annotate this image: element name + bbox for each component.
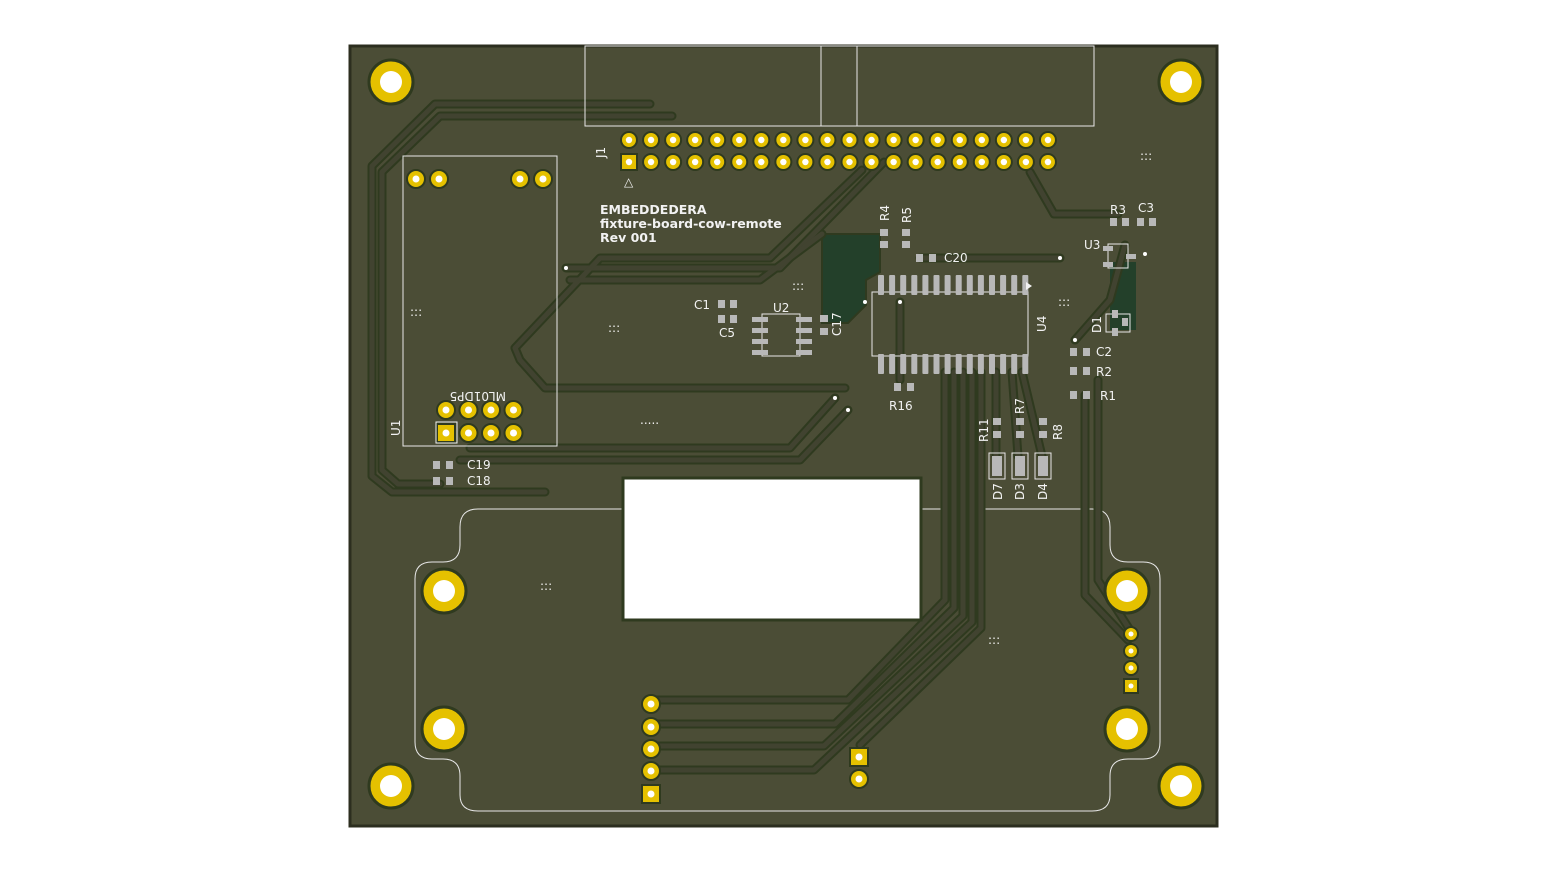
u4-pin (944, 275, 951, 295)
u4-pin (966, 354, 973, 374)
u4-pin (933, 354, 940, 374)
refdes-d3: D3 (1013, 483, 1027, 500)
u4-pin (922, 354, 929, 374)
u4-pin (944, 354, 951, 374)
u4-pin (966, 275, 973, 295)
refdes-c18: C18 (467, 474, 491, 488)
refdes-c2: C2 (1096, 345, 1112, 359)
logo-line-2: fixture-board-cow-remote (600, 216, 782, 231)
refdes-r7: R7 (1013, 398, 1027, 414)
u4-pin (878, 275, 884, 295)
u1-antenna-pads (406, 169, 553, 189)
u4-pin (889, 354, 896, 374)
led-outlines (988, 452, 1052, 480)
bottom-pin-header (641, 694, 661, 804)
refdes-c20: C20 (944, 251, 968, 265)
refdes-d1: D1 (1090, 316, 1104, 333)
u4-label: U4 (1035, 316, 1049, 332)
u4-pin (1000, 275, 1007, 295)
refdes-c17: C17 (830, 312, 844, 336)
refdes-r2: R2 (1096, 365, 1112, 379)
u4-pin (900, 275, 907, 295)
via-cluster: ::: (540, 579, 552, 593)
u4-pin (989, 354, 995, 374)
power-header (849, 747, 869, 789)
via-cluster-long: ..... (640, 413, 659, 427)
enclosure-outline (414, 508, 1161, 812)
refdes-c5: C5 (719, 326, 735, 340)
refdes-u3: U3 (1084, 238, 1100, 252)
j1-connector-outline (584, 45, 1095, 127)
refdes-r3: R3 (1110, 203, 1126, 217)
u4-pin (1022, 354, 1029, 374)
via-cluster: ::: (410, 305, 422, 319)
traces-inner (369, 101, 1133, 773)
u4-pin (911, 354, 918, 374)
refdes-r4: R4 (878, 205, 892, 221)
u4-pin (1000, 354, 1007, 374)
u4-pin (933, 275, 940, 295)
u4-pin (878, 354, 884, 374)
pin1-marker: △ (624, 175, 634, 189)
via-cluster: ::: (792, 279, 804, 293)
u4-pin (955, 275, 962, 295)
refdes-c1: C1 (694, 298, 710, 312)
u1-label: U1 (389, 420, 403, 436)
u4-pin (977, 354, 984, 374)
via-cluster: ::: (1140, 149, 1152, 163)
u4-pin (889, 275, 896, 295)
logo-line-3: Rev 001 (600, 230, 657, 245)
u4-pin (922, 275, 929, 295)
logo-line-1: EMBEDDEDERA (600, 202, 707, 217)
u4-pin (977, 275, 984, 295)
refdes-labels: R4 R5 R3 C3 U3 C20 C1 C5 U2 C17 D1 C2 R2… (467, 201, 1154, 500)
refdes-d7: D7 (991, 483, 1005, 500)
refdes-c19: C19 (467, 458, 491, 472)
smd-pads (433, 218, 1156, 485)
u3-chip (1103, 243, 1136, 269)
u1-header-label: ML01DP5 (450, 389, 506, 403)
u4-pin (989, 275, 995, 295)
u2-chip (752, 313, 812, 357)
refdes-r11: R11 (977, 418, 991, 442)
side-pin-header (1123, 626, 1139, 694)
j1-pin-header (620, 131, 1057, 171)
u4-pin (1011, 354, 1018, 374)
u1-header-pins (435, 400, 524, 444)
via-cluster: ::: (1058, 295, 1070, 309)
refdes-r1: R1 (1100, 389, 1116, 403)
u4-pin (900, 354, 907, 374)
u4-pin (911, 275, 918, 295)
display-cutout (621, 476, 923, 622)
u4-pin (955, 354, 962, 374)
via-cluster: ::: (988, 633, 1000, 647)
u4-pin (1022, 275, 1029, 295)
mounting-holes (367, 58, 1205, 810)
refdes-r16: R16 (889, 399, 913, 413)
via-cluster: ::: (608, 321, 620, 335)
refdes-r8: R8 (1051, 424, 1065, 440)
refdes-r5: R5 (900, 207, 914, 223)
refdes-c3: C3 (1138, 201, 1154, 215)
refdes-u2: U2 (773, 301, 789, 315)
d1-diode (1105, 310, 1131, 336)
refdes-d4: D4 (1036, 483, 1050, 500)
j1-label: J1 (594, 147, 608, 159)
vias (564, 252, 1147, 412)
u4-pin (1011, 275, 1018, 295)
u4-chip (871, 275, 1032, 374)
